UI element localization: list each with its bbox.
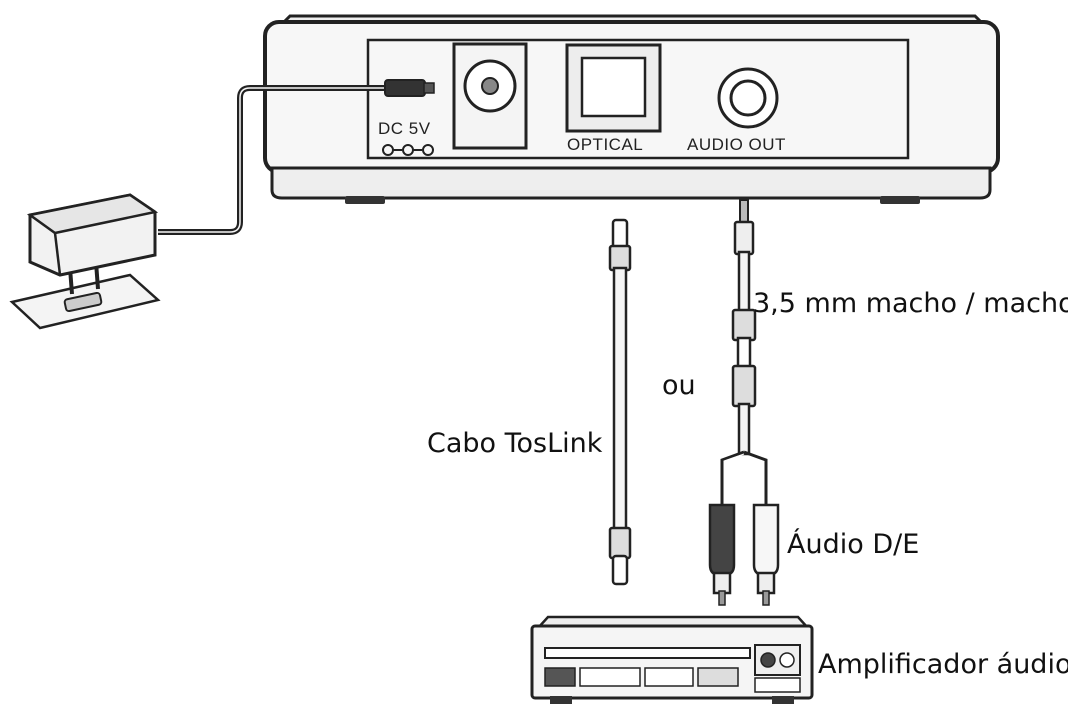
toslink-connector-bottom [611, 554, 629, 586]
mm-cable [720, 199, 768, 505]
device-foot-left [345, 196, 385, 204]
audio-out-port [717, 67, 779, 129]
device-base [270, 166, 992, 200]
optical-port [565, 43, 662, 133]
or-label: ou [662, 370, 696, 401]
mm-cable-label: 3,5 mm macho / macho [753, 288, 1068, 319]
device-port-panel [366, 38, 910, 160]
toslink-cable [608, 218, 632, 586]
amplifier-display [579, 667, 641, 687]
audio-out-label: AUDIO OUT [687, 135, 786, 154]
toslink-connector-top [611, 218, 629, 250]
optical-label: OPTICAL [567, 135, 643, 154]
device-foot-right [880, 196, 920, 204]
toslink-cable-body [612, 266, 628, 532]
power-adapter [9, 193, 161, 330]
dc-label: DC 5V [378, 119, 431, 138]
toslink-label: Cabo TosLink [427, 428, 603, 459]
rca-plug-red [708, 503, 736, 606]
converter-device: DC 5V OPTICAL AUDIO OUT [263, 14, 1000, 204]
dc-jack-port [452, 42, 528, 150]
dc-plug [384, 79, 435, 97]
power-cable [158, 85, 390, 235]
rca-plug-white [752, 503, 780, 606]
amplifier-disc-slot [544, 647, 751, 659]
audio-lr-label: Áudio D/E [787, 528, 919, 560]
audio-amplifier [530, 615, 814, 704]
mm-jack-top [739, 199, 749, 225]
polarity-symbol [382, 144, 434, 156]
amplifier-label: Amplificador áudio [818, 649, 1068, 680]
